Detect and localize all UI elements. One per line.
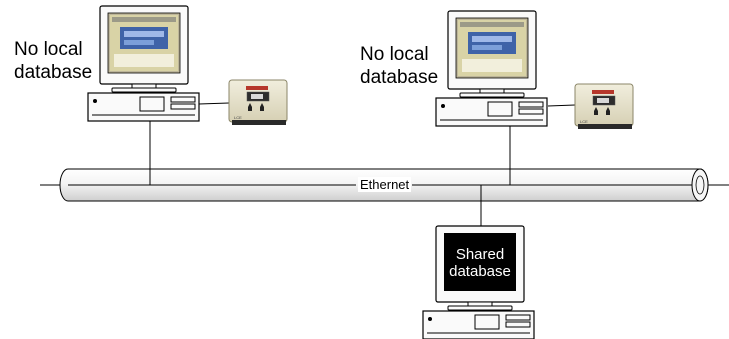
device-right: LCE	[574, 83, 634, 129]
left-pc-label: No local database	[14, 38, 92, 84]
server-monitor	[435, 225, 525, 311]
workstation-left	[87, 5, 200, 122]
monitor-right	[447, 10, 537, 98]
device-left: LCE	[228, 79, 288, 125]
right-pc-label: No local database	[360, 43, 438, 89]
device-link-right	[547, 104, 576, 107]
svg-text:LCE: LCE	[234, 115, 242, 120]
right-pc-label-line2: database	[360, 67, 439, 88]
monitor-left	[99, 5, 189, 93]
server-workstation	[422, 225, 535, 339]
device-link-left	[198, 102, 230, 105]
pc-case-right	[435, 97, 548, 127]
ethernet-label: Ethernet	[358, 177, 412, 192]
workstation-right	[435, 10, 548, 127]
server-screen-line2: database	[449, 263, 511, 280]
server-screen-line1: Shared	[455, 246, 505, 263]
right-pc-label-line1: No local	[360, 44, 429, 65]
left-pc-label-line1: No local	[14, 39, 83, 60]
svg-text:LCE: LCE	[580, 119, 588, 124]
server-case	[422, 310, 535, 339]
left-pc-label-line2: database	[14, 62, 93, 83]
pc-case-left	[87, 92, 200, 122]
server-screen-label: Shared database	[447, 246, 513, 280]
